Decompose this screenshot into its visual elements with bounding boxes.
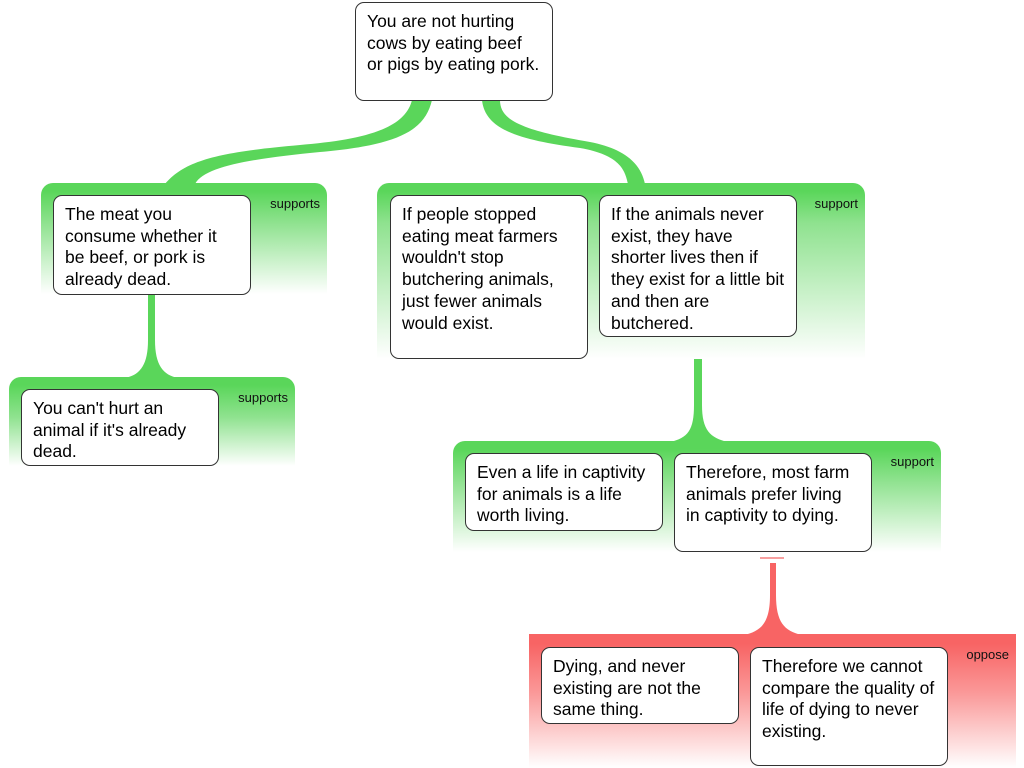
claim-box[interactable]: Even a life in captivity for animals is … [465, 453, 663, 531]
claim-box[interactable]: Dying, and never existing are not the sa… [541, 647, 739, 724]
claim-box[interactable]: You can't hurt an animal if it's already… [21, 389, 219, 466]
claim-box[interactable]: If the animals never exist, they have sh… [599, 195, 797, 337]
claim-box[interactable]: The meat you consume whether it be beef,… [53, 195, 251, 295]
group-label: support [814, 196, 858, 211]
oppose-marker [760, 557, 784, 559]
connector-g3-g4 [670, 336, 728, 442]
group-label: support [890, 454, 934, 469]
group-label: supports [270, 196, 320, 211]
group-label: supports [238, 390, 288, 405]
claim-box[interactable]: If people stopped eating meat farmers wo… [390, 195, 588, 359]
claim-box[interactable]: Therefore we cannot compare the quality … [750, 647, 948, 766]
connector-root-g3 [482, 100, 645, 184]
group-label: oppose [966, 647, 1009, 662]
root-claim[interactable]: You are not hurting cows by eating beef … [355, 2, 553, 101]
connector-g1-g2 [125, 294, 178, 378]
connector-root-g1 [165, 100, 432, 184]
connector-g4-g5 [744, 563, 802, 635]
claim-box[interactable]: Therefore, most farm animals prefer livi… [674, 453, 872, 552]
